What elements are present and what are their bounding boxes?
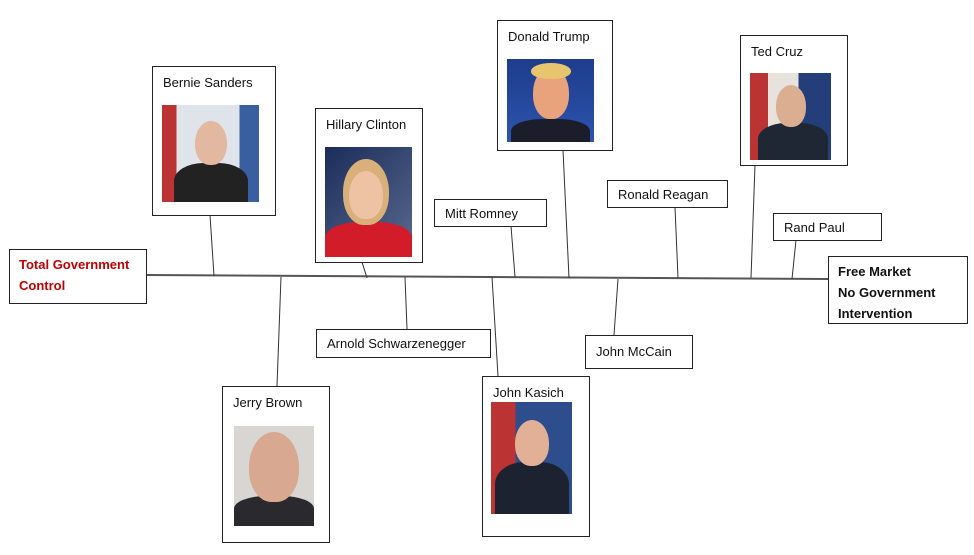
left-label-line2: Control: [19, 278, 66, 293]
name-label: John McCain: [596, 344, 672, 359]
card-ronald-reagan: Ronald Reagan: [607, 180, 728, 208]
portrait-photo: [234, 426, 314, 526]
name-label: Donald Trump: [508, 29, 590, 44]
connector-rand: [791, 239, 797, 280]
portrait-photo: [750, 73, 831, 160]
name-label: Rand Paul: [784, 220, 845, 235]
connector-mccain: [613, 278, 619, 336]
portrait-photo: [162, 105, 259, 202]
card-jerry-brown: Jerry Brown: [222, 386, 330, 543]
card-arnold-schwarzenegger: Arnold Schwarzenegger: [316, 329, 491, 358]
portrait-photo: [491, 402, 572, 514]
connector-kasich: [491, 276, 499, 377]
left-label-line1: Total Government: [19, 257, 130, 272]
card-rand-paul: Rand Paul: [773, 213, 882, 241]
name-label: Ted Cruz: [751, 44, 804, 59]
spectrum-axis-line: [146, 274, 829, 280]
connector-brown: [276, 276, 282, 387]
right-label-line3: Intervention: [838, 306, 913, 321]
name-label: John Kasich: [493, 385, 564, 400]
card-ted-cruz: Ted Cruz: [740, 35, 848, 166]
card-bernie-sanders: Bernie Sanders: [152, 66, 276, 216]
name-label: Jerry Brown: [233, 395, 303, 410]
left-endpoint-box: Total Government Control: [9, 249, 147, 304]
card-mitt-romney: Mitt Romney: [434, 199, 547, 227]
card-donald-trump: Donald Trump: [497, 20, 613, 151]
right-endpoint-box: Free Market No Government Intervention: [828, 256, 968, 324]
portrait-photo: [325, 147, 412, 257]
connector-arnold: [404, 276, 408, 330]
name-label: Bernie Sanders: [163, 75, 253, 90]
connector-hillary: [361, 261, 368, 279]
card-john-mccain: John McCain: [585, 335, 693, 369]
name-label: Hillary Clinton: [326, 117, 407, 132]
right-label-line2: No Government: [838, 285, 936, 300]
name-label: Ronald Reagan: [618, 187, 709, 202]
card-john-kasich: John Kasich: [482, 376, 590, 537]
connector-bernie: [209, 214, 215, 277]
connector-mitt: [510, 225, 516, 278]
connector-reagan: [674, 206, 679, 279]
portrait-photo: [507, 59, 594, 142]
right-label-line1: Free Market: [838, 264, 911, 279]
name-label: Arnold Schwarzenegger: [327, 336, 466, 351]
connector-cruz: [750, 164, 756, 279]
card-hillary-clinton: Hillary Clinton: [315, 108, 423, 263]
connector-trump: [562, 149, 570, 279]
name-label: Mitt Romney: [445, 206, 518, 221]
